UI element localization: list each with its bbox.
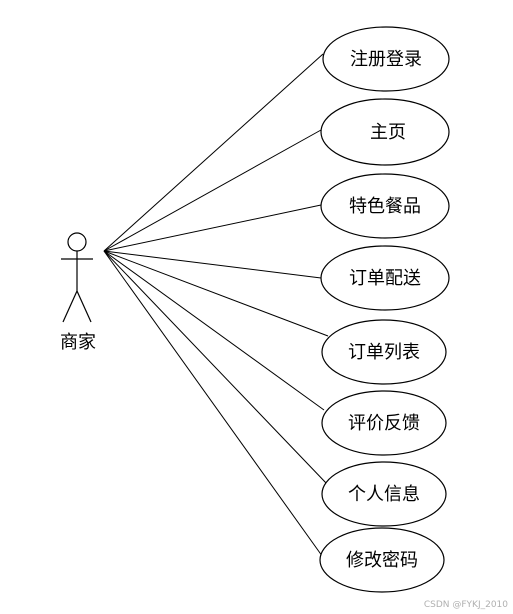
watermark: CSDN @FYKJ_2010 [424,600,508,610]
actor: 商家 [60,232,96,353]
use-case-label: 订单列表 [348,342,420,363]
use-case-label: 订单配送 [349,268,421,289]
use-case-label: 修改密码 [346,550,418,571]
use-case-ellipse [321,461,447,527]
use-case-2: 主页 [320,98,450,166]
use-case-ellipse [320,245,450,311]
use-case-label: 特色餐品 [349,196,421,217]
use-case-label: 评价反馈 [348,413,420,434]
association-line-3 [103,204,322,252]
association-line-6 [103,250,325,411]
association-line-1 [103,53,324,252]
use-case-label: 个人信息 [348,484,420,505]
use-case-3: 特色餐品 [320,173,450,239]
association-line-4 [103,250,322,279]
use-case-label: 主页 [370,122,406,143]
association-line-2 [103,129,322,252]
use-case-ellipse [322,26,450,92]
use-case-ellipse [320,173,450,239]
use-case-ellipse [319,527,445,593]
association-line-8 [103,250,326,561]
actor-left-leg [62,290,78,323]
use-case-5: 订单列表 [321,319,447,385]
association-line-5 [103,250,329,337]
use-case-ellipse [320,98,450,166]
use-case-ellipse [321,390,447,456]
use-case-ellipse [321,319,447,385]
association-line-7 [103,250,328,485]
use-case-7: 个人信息 [321,461,447,527]
association-lines [103,53,329,561]
actor-right-leg [76,290,92,323]
use-case-8: 修改密码 [319,527,445,593]
use-case-4: 订单配送 [320,245,450,311]
use-case-label: 注册登录 [350,49,422,70]
use-case-1: 注册登录 [322,26,450,92]
actor-label: 商家 [60,332,96,353]
use-case-6: 评价反馈 [321,390,447,456]
actor-head [67,232,87,252]
